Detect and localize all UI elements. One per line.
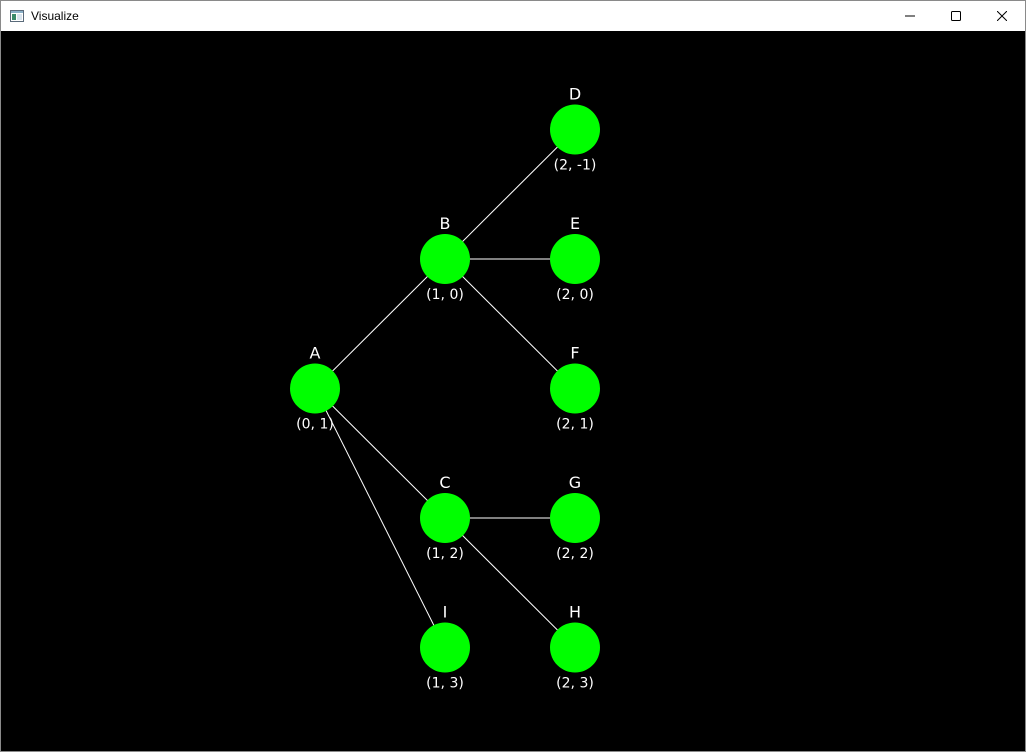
node-label: I	[443, 603, 448, 622]
edge-A-B	[314, 258, 446, 389]
maximize-button[interactable]	[933, 1, 979, 31]
graph-svg: A (0, 1) B (1, 0) C (1, 2) I (1, 3) D (2, -1) E (2,…	[290, 85, 600, 692]
edge-B-D	[444, 129, 576, 260]
node-coordinate: (1, 0)	[426, 287, 464, 303]
graph-canvas[interactable]: A (0, 1) B (1, 0) C (1, 2) I (1, 3) D (2, -1) E (2,…	[1, 31, 1025, 751]
node-circle[interactable]	[420, 493, 470, 543]
graph-node-E[interactable]: E (2, 0)	[550, 214, 600, 303]
maximize-icon	[951, 11, 961, 21]
node-coordinate: (2, 3)	[556, 676, 594, 692]
node-circle[interactable]	[550, 234, 600, 284]
node-coordinate: (2, 0)	[556, 287, 594, 303]
node-label: F	[570, 344, 579, 363]
node-coordinate: (2, 2)	[556, 546, 594, 562]
node-label: B	[440, 214, 451, 233]
node-circle[interactable]	[550, 493, 600, 543]
node-coordinate: (2, 1)	[556, 417, 594, 433]
app-window-icon	[10, 10, 24, 22]
edge-A-C	[314, 388, 446, 519]
node-label: H	[569, 603, 581, 622]
node-coordinate: (2, -1)	[554, 158, 597, 174]
edge-C-H	[444, 517, 576, 648]
node-label: G	[569, 473, 581, 492]
minimize-icon	[905, 15, 915, 17]
edges-layer	[314, 129, 576, 648]
node-circle[interactable]	[550, 104, 600, 155]
node-circle[interactable]	[420, 622, 470, 673]
node-coordinate: (1, 2)	[426, 546, 464, 562]
close-icon	[997, 11, 1007, 21]
graph-node-B[interactable]: B (1, 0)	[420, 214, 470, 303]
node-circle[interactable]	[550, 363, 600, 414]
close-button[interactable]	[979, 1, 1025, 31]
minimize-button[interactable]	[887, 1, 933, 31]
node-label: C	[439, 473, 450, 492]
nodes-layer: A (0, 1) B (1, 0) C (1, 2) I (1, 3) D (2, -1) E (2,…	[290, 85, 600, 692]
window-title: Visualize	[31, 9, 79, 23]
node-circle[interactable]	[550, 622, 600, 673]
graph-node-F[interactable]: F (2, 1)	[550, 344, 600, 433]
node-coordinate: (1, 3)	[426, 676, 464, 692]
node-coordinate: (0, 1)	[296, 417, 334, 433]
node-label: E	[570, 214, 580, 233]
node-label: A	[310, 344, 321, 363]
node-circle[interactable]	[290, 363, 340, 414]
graph-node-H[interactable]: H (2, 3)	[550, 603, 600, 692]
graph-node-A[interactable]: A (0, 1)	[290, 344, 340, 433]
graph-node-C[interactable]: C (1, 2)	[420, 473, 470, 562]
window-controls	[887, 1, 1025, 31]
title-bar[interactable]: Visualize	[1, 1, 1025, 31]
graph-node-D[interactable]: D (2, -1)	[550, 85, 600, 174]
edge-A-I	[314, 388, 446, 648]
edge-B-F	[444, 258, 576, 389]
graph-node-G[interactable]: G (2, 2)	[550, 473, 600, 562]
graph-node-I[interactable]: I (1, 3)	[420, 603, 470, 692]
node-label: D	[569, 85, 581, 104]
node-circle[interactable]	[420, 234, 470, 284]
